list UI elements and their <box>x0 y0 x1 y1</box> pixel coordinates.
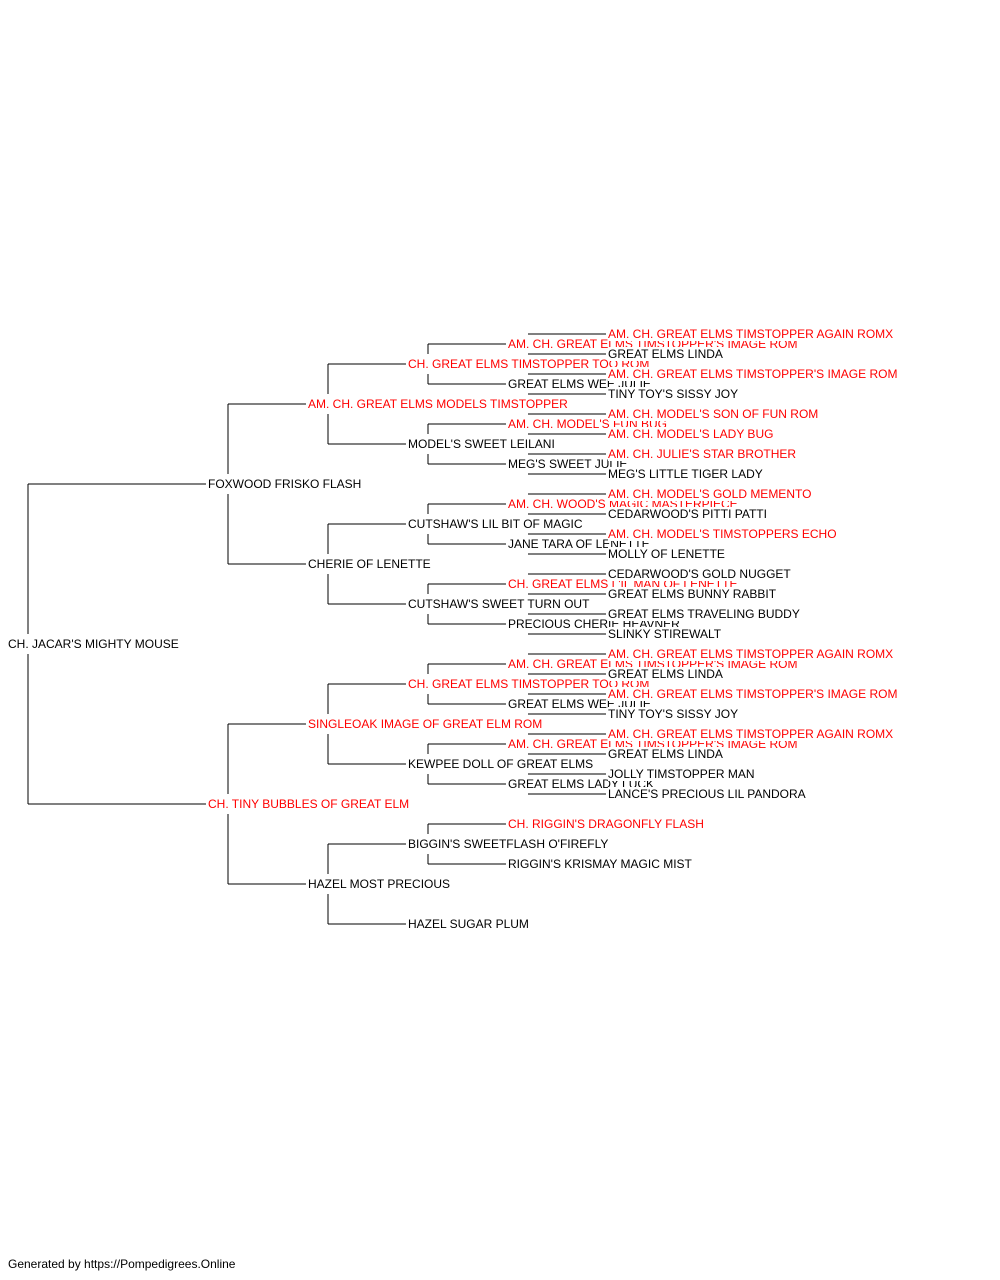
ancestor-name: AM. CH. JULIE'S STAR BROTHER <box>608 447 799 461</box>
ancestor-name: MEG'S LITTLE TIGER LADY <box>608 467 765 481</box>
ancestor-name: FOXWOOD FRISKO FLASH <box>208 477 364 491</box>
ancestor-name: AM. CH. GREAT ELMS TIMSTOPPER AGAIN ROMX <box>608 327 896 341</box>
ancestor-name: GREAT ELMS TRAVELING BUDDY <box>608 607 802 621</box>
ancestor-name: KEWPEE DOLL OF GREAT ELMS <box>408 757 596 771</box>
ancestor-name: GREAT ELMS LINDA <box>608 667 725 681</box>
ancestor-name: AM. CH. GREAT ELMS TIMSTOPPER'S IMAGE RO… <box>608 687 900 701</box>
ancestor-name: AM. CH. GREAT ELMS TIMSTOPPER AGAIN ROMX <box>608 727 896 741</box>
ancestor-name: AM. CH. GREAT ELMS TIMSTOPPER'S IMAGE RO… <box>608 367 900 381</box>
ancestor-name: MEG'S SWEET JULIE <box>508 457 630 471</box>
ancestor-name: CUTSHAW'S SWEET TURN OUT <box>408 597 592 611</box>
ancestor-name: HAZEL MOST PRECIOUS <box>308 877 453 891</box>
ancestor-name: GREAT ELMS LINDA <box>608 347 725 361</box>
ancestor-name: HAZEL SUGAR PLUM <box>408 917 531 931</box>
ancestor-name: AM. CH. MODEL'S GOLD MEMENTO <box>608 487 814 501</box>
ancestor-name: CH. RIGGIN'S DRAGONFLY FLASH <box>508 817 706 831</box>
ancestor-name: CH. GREAT ELMS TIMSTOPPER TOO ROM <box>408 677 652 691</box>
ancestor-name: CEDARWOOD'S PITTI PATTI <box>608 507 769 521</box>
ancestor-name: TINY TOY'S SISSY JOY <box>608 387 741 401</box>
ancestor-name: CEDARWOOD'S GOLD NUGGET <box>608 567 793 581</box>
ancestor-name: MODEL'S SWEET LEILANI <box>408 437 557 451</box>
ancestor-name: BIGGIN'S SWEETFLASH O'FIREFLY <box>408 837 611 851</box>
ancestor-name: CH. GREAT ELMS TIMSTOPPER TOO ROM <box>408 357 652 371</box>
ancestor-name: RIGGIN'S KRISMAY MAGIC MIST <box>508 857 694 871</box>
footer-credit: Generated by https://Pompedigrees.Online <box>8 1257 236 1271</box>
ancestor-name: AM. CH. MODEL'S LADY BUG <box>608 427 776 441</box>
ancestor-name: CH. TINY BUBBLES OF GREAT ELM <box>208 797 412 811</box>
ancestor-name: CUTSHAW'S LIL BIT OF MAGIC <box>408 517 585 531</box>
ancestor-name: JOLLY TIMSTOPPER MAN <box>608 767 757 781</box>
ancestor-name: SINGLEOAK IMAGE OF GREAT ELM ROM <box>308 717 545 731</box>
subject-name: CH. JACAR'S MIGHTY MOUSE <box>8 637 181 651</box>
ancestor-name: AM. CH. GREAT ELMS TIMSTOPPER AGAIN ROMX <box>608 647 896 661</box>
ancestor-name: LANCE'S PRECIOUS LIL PANDORA <box>608 787 808 801</box>
ancestor-name: AM. CH. MODEL'S TIMSTOPPERS ECHO <box>608 527 839 541</box>
ancestor-name: AM. CH. MODEL'S SON OF FUN ROM <box>608 407 821 421</box>
ancestor-name: TINY TOY'S SISSY JOY <box>608 707 741 721</box>
ancestor-name: GREAT ELMS LINDA <box>608 747 725 761</box>
ancestor-name: AM. CH. GREAT ELMS MODELS TIMSTOPPER <box>308 397 570 411</box>
ancestor-name: MOLLY OF LENETTE <box>608 547 727 561</box>
ancestor-name: CHERIE OF LENETTE <box>308 557 433 571</box>
ancestor-name: SLINKY STIREWALT <box>608 627 724 641</box>
ancestor-name: GREAT ELMS BUNNY RABBIT <box>608 587 779 601</box>
